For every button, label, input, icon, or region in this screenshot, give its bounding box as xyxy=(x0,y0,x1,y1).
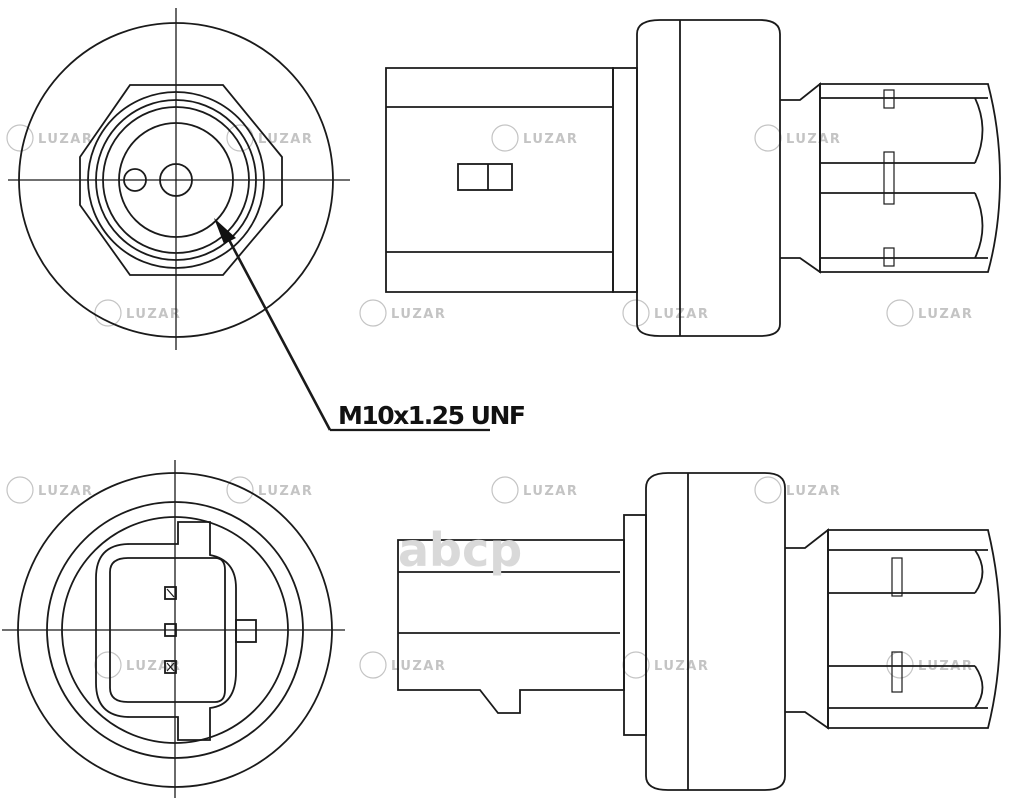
connector-shroud xyxy=(95,521,237,741)
luzar-watermark-text: LUZAR xyxy=(391,659,446,674)
luzar-watermark-text: LUZAR xyxy=(38,132,93,147)
luzar-watermark: LUZAR xyxy=(754,124,841,152)
luzar-logo-icon xyxy=(359,299,387,327)
luzar-logo-icon xyxy=(754,476,782,504)
pin-3 xyxy=(164,660,177,674)
luzar-logo-icon xyxy=(622,299,650,327)
luzar-logo-icon xyxy=(886,299,914,327)
luzar-watermark-text: LUZAR xyxy=(126,307,181,322)
luzar-watermark: LUZAR xyxy=(6,124,93,152)
luzar-watermark-text: LUZAR xyxy=(391,307,446,322)
hex-outline xyxy=(79,84,283,276)
abcp-watermark-text: abcp xyxy=(398,523,522,577)
luzar-logo-icon xyxy=(491,124,519,152)
luzar-watermark: LUZAR xyxy=(94,651,181,679)
luzar-logo-icon xyxy=(622,651,650,679)
luzar-watermark-text: LUZAR xyxy=(654,659,709,674)
luzar-watermark: LUZAR xyxy=(886,651,972,679)
luzar-watermark-text: LUZAR xyxy=(126,659,181,674)
bottom-side-view xyxy=(397,472,1001,791)
luzar-watermark-text: LUZAR xyxy=(38,484,93,499)
bottom-end-view xyxy=(2,460,345,798)
luzar-watermark-text: LUZAR xyxy=(654,307,709,322)
thread-callout-label: M10x1.25 UNF xyxy=(338,401,524,430)
luzar-logo-icon xyxy=(6,476,34,504)
luzar-logo-icon xyxy=(359,651,387,679)
luzar-watermark-text: LUZAR xyxy=(786,132,841,147)
top-side-view xyxy=(385,19,1001,337)
luzar-watermark-text: LUZAR xyxy=(258,484,313,499)
luzar-logo-icon xyxy=(6,124,34,152)
callout-leader xyxy=(225,235,332,431)
luzar-logo-icon xyxy=(94,651,122,679)
top-end-view: M10x1.25 UNF xyxy=(8,8,526,432)
luzar-logo-icon xyxy=(226,476,254,504)
luzar-watermark: LUZAR xyxy=(359,299,446,327)
luzar-watermark: LUZAR xyxy=(359,651,446,679)
latch-window xyxy=(457,163,513,191)
callout-arrowhead xyxy=(214,218,236,244)
luzar-watermark: LUZAR xyxy=(226,476,313,504)
luzar-watermark-text: LUZAR xyxy=(258,132,313,147)
luzar-watermark: LUZAR xyxy=(622,651,709,679)
pin-1 xyxy=(164,586,177,600)
luzar-watermark-text: LUZAR xyxy=(786,484,841,499)
watermark-layer: LUZAR LUZAR LUZAR LUZAR LUZAR LUZAR LUZAR LUZAR… xyxy=(6,124,973,679)
luzar-watermark-text: LUZAR xyxy=(523,484,578,499)
luzar-watermark: LUZAR xyxy=(886,299,973,327)
abcp-watermark: abcp xyxy=(398,523,522,577)
luzar-watermark: LUZAR xyxy=(622,299,709,327)
luzar-watermark: LUZAR xyxy=(754,476,841,504)
luzar-watermark: LUZAR xyxy=(491,476,578,504)
luzar-logo-icon xyxy=(491,476,519,504)
luzar-watermark: LUZAR xyxy=(226,124,313,152)
luzar-logo-icon xyxy=(754,124,782,152)
luzar-watermark: LUZAR xyxy=(491,124,578,152)
luzar-watermark: LUZAR xyxy=(94,299,181,327)
luzar-watermark: LUZAR xyxy=(6,476,93,504)
luzar-watermark-text: LUZAR xyxy=(918,307,973,322)
luzar-logo-icon xyxy=(886,651,914,679)
luzar-watermark-text: LUZAR xyxy=(523,132,578,147)
luzar-logo-icon xyxy=(94,299,122,327)
